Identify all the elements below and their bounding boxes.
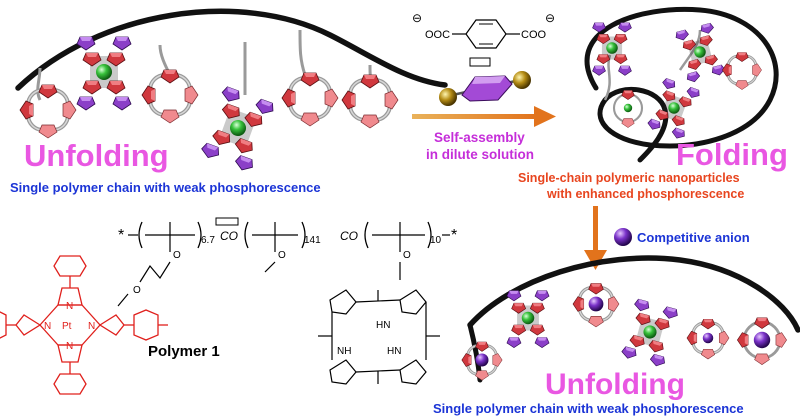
subscript-a: 6.7 <box>201 235 215 246</box>
calixpyrrole-nh-labels: HN NH HN <box>337 320 401 357</box>
caption-top: Single polymer chain with weak phosphore… <box>10 180 321 195</box>
folded-nanoparticle <box>584 6 779 163</box>
competitive-anion-label: Competitive anion <box>637 230 750 245</box>
co-2: CO <box>340 229 358 243</box>
linker-o-2: O <box>133 285 141 296</box>
calixpyrrole-ring <box>342 75 398 128</box>
carbonyl-o: O <box>173 250 181 261</box>
arrow-caption-line1: Self-assembly <box>434 130 525 145</box>
pt-center: Pt <box>62 321 72 332</box>
unfolding-bottom-label: Unfolding <box>545 368 685 401</box>
star-left: * <box>118 227 124 244</box>
hn-label-2: HN <box>387 346 401 357</box>
calixpyrrole-ring <box>142 70 198 123</box>
co-1: CO <box>220 229 238 243</box>
subscript-c: 10 <box>430 235 442 246</box>
calixpyrrole-structure <box>318 289 440 385</box>
coo-label: COO <box>521 29 547 41</box>
pt-porphyrin-structure <box>0 255 168 395</box>
arrow-caption-line2: in dilute solution <box>426 147 534 162</box>
ooc-label: OOC <box>425 29 450 41</box>
bottom-right-unfolded-chain <box>462 255 800 383</box>
n-top: N <box>66 301 73 312</box>
polymer-formula: * O 6.7 CO O 141 CO O 10 * O <box>117 217 457 307</box>
linker-o: O <box>403 250 411 261</box>
folding-label: Folding <box>676 137 788 172</box>
n-right: N <box>88 321 95 332</box>
terephthalate-structure: ⊖ OOC COO ⊖ <box>412 11 555 49</box>
folding-caption-line1: Single-chain polymeric nanoparticles <box>518 171 740 185</box>
porphyrin-core-labels: N N N N Pt <box>44 301 95 352</box>
hn-label: HN <box>376 320 390 331</box>
polymer-1-label: Polymer 1 <box>148 343 220 360</box>
star-right: * <box>451 227 457 244</box>
top-left-unfolded-chain <box>15 8 448 173</box>
nh-label: NH <box>337 346 351 357</box>
charge-left: ⊖ <box>412 11 422 25</box>
n-bottom: N <box>66 341 73 352</box>
ester-o: O <box>278 250 286 261</box>
self-assembly-arrow <box>412 106 556 127</box>
subscript-b: 141 <box>304 235 321 246</box>
n-left: N <box>44 321 51 332</box>
dicarboxylate-cartoon <box>439 57 531 106</box>
calixpyrrole-ring <box>282 73 338 126</box>
folding-caption-line2: with enhanced phosphorescence <box>546 187 744 201</box>
charge-right: ⊖ <box>545 11 555 25</box>
competitive-anion-arrow <box>584 206 607 270</box>
ion-pair-complex <box>77 37 131 110</box>
unfolding-top-label: Unfolding <box>24 138 169 173</box>
caption-bottom: Single polymer chain with weak phosphore… <box>433 401 744 416</box>
anion-sphere-icon <box>614 228 632 246</box>
ion-pair-complex <box>200 86 276 173</box>
calixpyrrole-ring <box>20 85 76 138</box>
